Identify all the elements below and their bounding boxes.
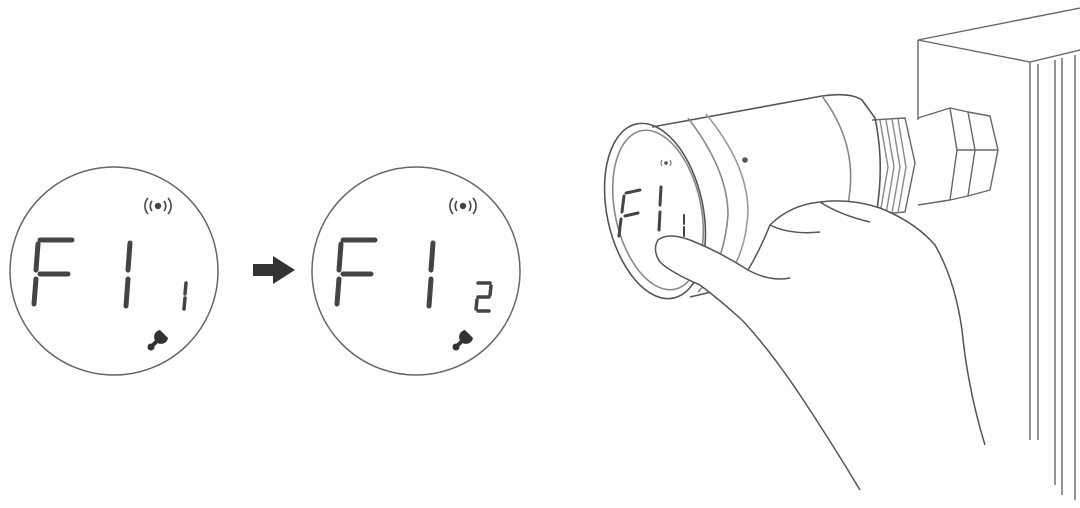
display-after-digit-f — [334, 237, 378, 307]
valve-connector — [917, 107, 999, 206]
knurled-ring — [871, 117, 916, 216]
display-after — [311, 166, 521, 376]
thermostat-face — [603, 122, 707, 300]
display-before-digit-f — [31, 237, 75, 307]
display-after-outline — [311, 166, 521, 376]
display-before-sub-digit — [182, 281, 188, 311]
radiator — [917, 7, 1080, 500]
display-before — [9, 166, 219, 376]
arrow-right-icon — [253, 256, 295, 284]
display-before-digit-1 — [123, 240, 133, 309]
wireless-icon — [144, 197, 172, 215]
hand-pressing — [654, 200, 986, 491]
wrench-icon — [147, 330, 168, 351]
display-before-outline — [9, 166, 219, 376]
display-after-sub-digit — [474, 281, 493, 313]
wrench-icon — [452, 330, 473, 351]
display-after-digit-1 — [426, 240, 436, 309]
device-illustration — [603, 7, 1080, 500]
device-lcd — [617, 185, 685, 238]
wireless-icon — [449, 197, 477, 215]
wireless-icon — [660, 159, 672, 167]
